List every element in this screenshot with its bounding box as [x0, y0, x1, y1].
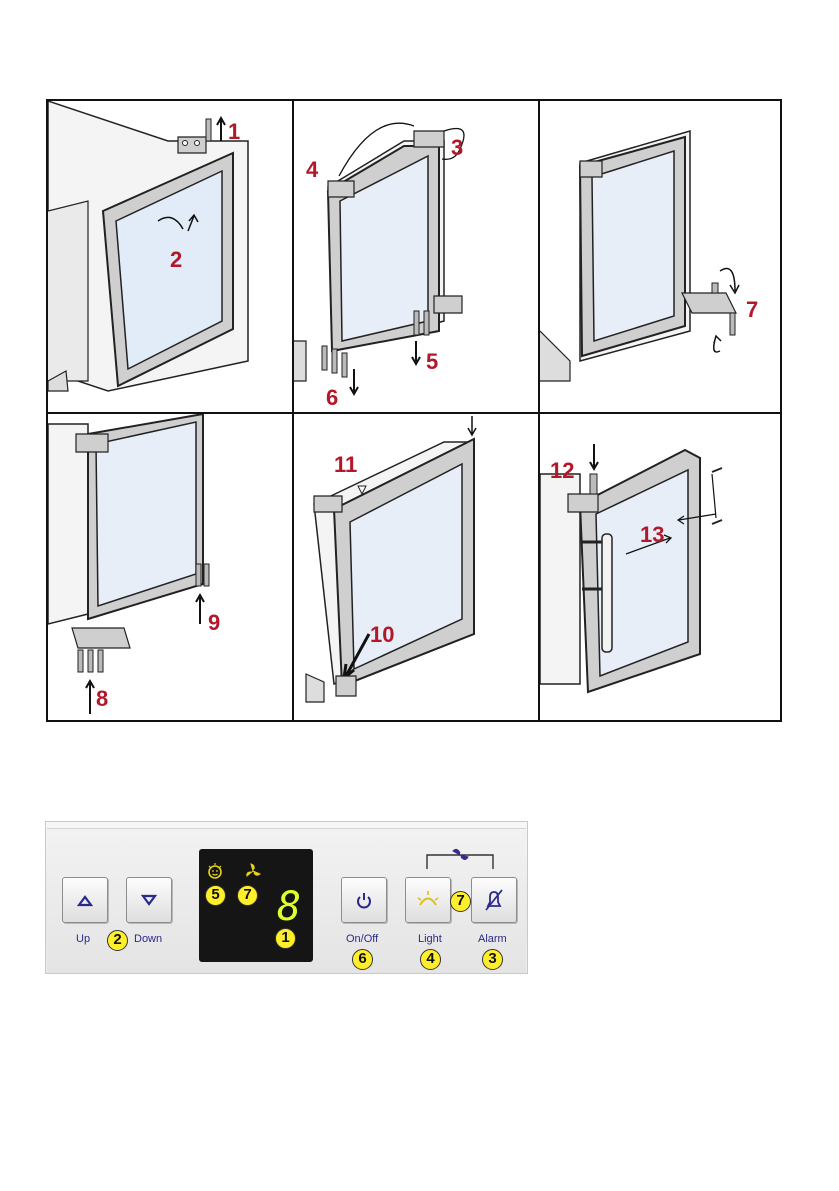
grid-divider: [538, 101, 540, 720]
power-icon: [357, 893, 371, 909]
light-button[interactable]: [405, 877, 451, 923]
triangle-down-icon: [140, 894, 158, 906]
display-digit: 8: [277, 884, 302, 930]
callout-badge-5: 5: [205, 885, 226, 906]
light-label: Light: [418, 933, 442, 945]
step-number: 5: [426, 349, 439, 374]
callout-badge-1: 1: [275, 928, 296, 949]
down-button[interactable]: [126, 877, 172, 923]
step-number: 4: [306, 157, 319, 182]
step-number: 11: [334, 452, 358, 477]
temperature-display: 5 7 8 1: [199, 849, 313, 962]
fridge-door-open-illustration: [48, 101, 249, 392]
callout-badge-7: 7: [237, 885, 258, 906]
grid-divider: [48, 412, 780, 414]
step-number: 7: [746, 297, 759, 322]
panel-step-7: 7: [540, 101, 782, 412]
grid-divider: [292, 101, 294, 720]
alarm-label: Alarm: [478, 933, 507, 945]
on-off-label: On/Off: [346, 933, 379, 945]
step-number: 6: [326, 385, 339, 410]
step-number: 13: [640, 522, 665, 547]
fan-icon: [246, 863, 261, 877]
panel-step-12-13: 12 13: [540, 414, 782, 722]
down-label: Down: [134, 933, 163, 945]
fridge-bottom-hinge-mount-illustration: [48, 414, 210, 714]
lamp-icon: [417, 891, 439, 906]
step-number: 1: [228, 119, 241, 144]
sun-face-icon: [208, 863, 222, 879]
callout-badge-6: 6: [352, 949, 373, 970]
callout-badge-2: 2: [107, 930, 128, 951]
step-number: 8: [96, 686, 109, 711]
alarm-button[interactable]: [471, 877, 517, 923]
panel-step-3-6: 3 4 5 6: [294, 101, 538, 412]
panel-step-10-11: 11 10: [294, 414, 538, 722]
on-off-button[interactable]: [341, 877, 387, 923]
fridge-handle-install-illustration: [540, 444, 723, 694]
fridge-door-reinstall-illustration: [305, 416, 477, 703]
bell-off-icon: [485, 889, 503, 911]
up-button[interactable]: [62, 877, 108, 923]
step-number: 2: [170, 247, 183, 272]
fan-bracket-icon: [426, 848, 494, 869]
control-panel-face: Up Down 2 5 7 8 1: [47, 828, 526, 973]
step-number: 10: [370, 622, 395, 647]
up-label: Up: [76, 933, 91, 945]
callout-badge-3: 3: [482, 949, 503, 970]
fridge-lower-hinge-illustration: [540, 130, 740, 382]
step-number: 9: [208, 610, 221, 635]
callout-badge-4: 4: [420, 949, 441, 970]
panel-step-8-9: 9 8: [48, 414, 292, 722]
door-reversal-illustration-grid: 1 2 3 4 5 6: [46, 99, 782, 722]
panel-step-1-2: 1 2: [48, 101, 292, 412]
control-panel: Up Down 2 5 7 8 1: [45, 821, 528, 974]
fridge-hinge-swap-illustration: [294, 122, 465, 397]
callout-badge-7: 7: [450, 891, 471, 912]
step-number: 12: [550, 458, 575, 483]
step-number: 3: [451, 135, 464, 160]
triangle-up-icon: [76, 895, 94, 907]
